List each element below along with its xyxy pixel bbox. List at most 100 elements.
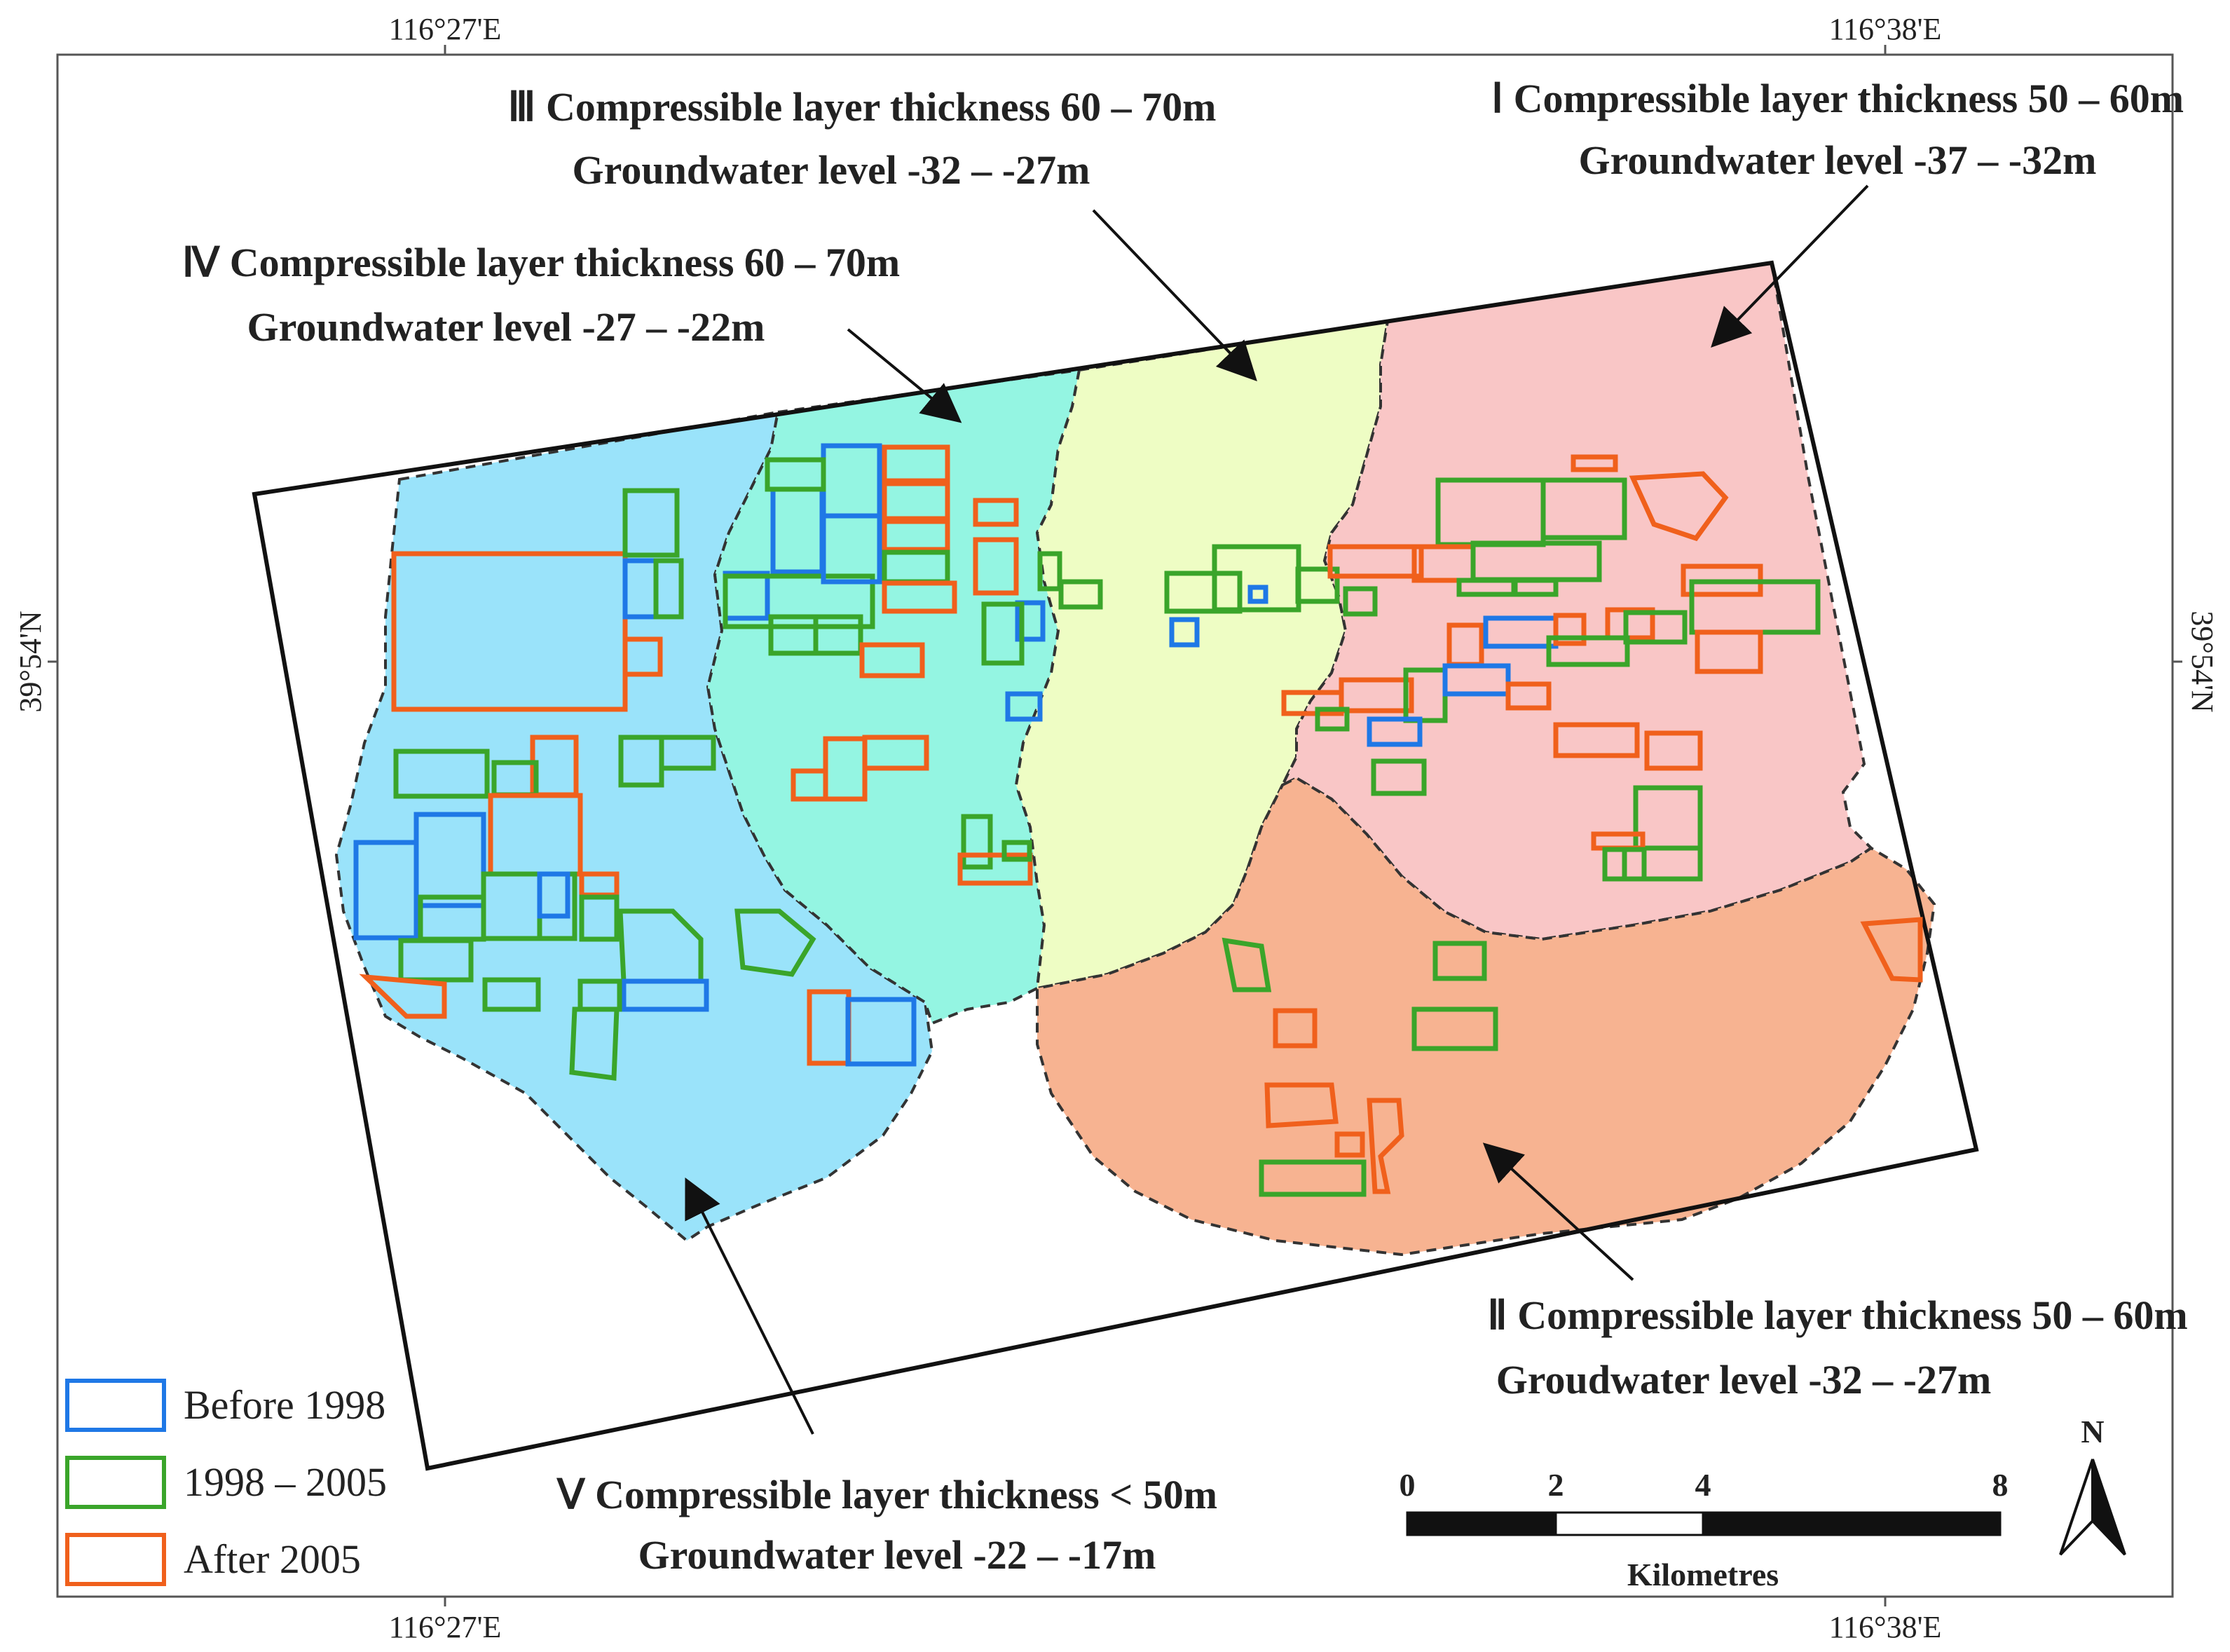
footprint-1998-2005 [653, 558, 684, 620]
footprint-1998-2005 [961, 814, 993, 870]
footprint-1998-2005 [1164, 571, 1243, 614]
footprint-before-1998 [1005, 691, 1043, 722]
footprint-before-1998 [1367, 716, 1423, 747]
coord-bottom-left: 116°27'E [389, 1610, 502, 1644]
graticule-ticks [48, 45, 2182, 1606]
building-footprints [353, 443, 1923, 1197]
footprint-after-2005 [1367, 1098, 1404, 1194]
footprint-after-2005 [882, 519, 950, 552]
footprint-after-2005 [882, 481, 950, 521]
scale-segment-0-2 [1406, 1511, 1557, 1536]
footprint-before-1998 [845, 997, 917, 1067]
arrow-zone-ii [1482, 1142, 1634, 1281]
scale-unit-label: Kilometres [1627, 1557, 1779, 1592]
scale-tick-8: 8 [1992, 1467, 2009, 1503]
footprint-after-2005 [1327, 544, 1424, 579]
footprint-before-1998 [1015, 600, 1046, 642]
legend-label-1998-2005: 1998 – 2005 [184, 1459, 387, 1505]
footprint-1998-2005 [1058, 579, 1103, 610]
footprint-1998-2005 [723, 573, 875, 629]
footprint-after-2005 [1629, 471, 1729, 542]
footprint-1998-2005 [1001, 840, 1032, 862]
zone-iv [706, 368, 1081, 1025]
footprint-after-2005 [1571, 454, 1618, 472]
footprint-after-2005 [957, 852, 1033, 886]
footprint-after-2005 [1334, 1131, 1365, 1158]
footprint-after-2005 [973, 537, 1019, 596]
footprint-1998-2005 [813, 614, 863, 656]
footprint-after-2005 [359, 974, 447, 1019]
footprint-after-2005 [862, 735, 929, 771]
study-area-boundary [252, 260, 1979, 1471]
footprint-1998-2005 [569, 1006, 620, 1081]
footprint-before-1998 [1169, 617, 1200, 648]
footprint-1998-2005 [1432, 941, 1487, 981]
legend-label-before-1998: Before 1998 [184, 1382, 385, 1428]
zone-v-label-line2: Groundwater level -22 – -17m [638, 1532, 1156, 1578]
footprint-1998-2005 [393, 749, 490, 799]
footprint-after-2005 [1860, 917, 1923, 983]
footprint-before-1998 [821, 513, 882, 585]
footprint-1998-2005 [1411, 1006, 1498, 1051]
zone-iii-label-line1: Ⅲ Compressible layer thickness 60 – 70m [508, 84, 1217, 130]
footprint-after-2005 [973, 498, 1019, 527]
footprint-1998-2005 [1295, 566, 1340, 604]
footprint-1998-2005 [1371, 758, 1427, 796]
footprint-1998-2005 [1602, 847, 1647, 882]
coord-top-left: 116°27'E [389, 12, 502, 46]
footprint-before-1998 [413, 812, 486, 908]
footprint-after-2005 [1553, 722, 1640, 758]
footprint-1998-2005 [617, 908, 704, 984]
zone-i [1279, 261, 1874, 941]
zone-v-label-line1: Ⅴ Compressible layer thickness < 50m [556, 1472, 1217, 1517]
arrow-zone-v [685, 1177, 814, 1435]
footprint-1998-2005 [1546, 635, 1630, 667]
coord-top-right: 116°38'E [1829, 12, 1942, 46]
legend-swatch-after-2005 [65, 1533, 166, 1586]
footprint-1998-2005 [1343, 586, 1378, 617]
footprint-before-1998 [537, 871, 570, 919]
zone-iii-label-line2: Groundwater level -32 – -27m [573, 147, 1090, 193]
footprint-1998-2005 [1315, 706, 1350, 732]
arrow-zone-iv [847, 328, 962, 423]
footprint-after-2005 [1505, 681, 1552, 711]
footprint-after-2005 [1339, 677, 1414, 714]
legend-label-after-2005: After 2005 [184, 1536, 361, 1582]
footprint-1998-2005 [1511, 578, 1559, 597]
coord-right: 39°54'N [2185, 610, 2219, 712]
zone-ii [1036, 776, 1936, 1257]
footprint-before-1998 [621, 978, 709, 1012]
footprint-before-1998 [1442, 663, 1511, 697]
footprint-after-2005 [1695, 629, 1763, 674]
zone-iv-label-line2: Groundwater level -27 – -22m [247, 304, 765, 350]
footprint-1998-2005 [398, 938, 474, 983]
zone-ii-label-line2: Groudwater level -32 – -27m [1496, 1357, 1992, 1402]
footprint-1998-2005 [1222, 937, 1272, 992]
footprint-1998-2005 [734, 908, 816, 977]
zone-labels: Ⅰ Compressible layer thickness 50 – 60m … [182, 76, 2188, 1578]
footprint-after-2005 [859, 642, 925, 678]
footprint-before-1998 [1247, 585, 1268, 604]
footprint-after-2005 [622, 636, 663, 677]
footprint-1998-2005 [1259, 1159, 1367, 1197]
footprint-1998-2005 [482, 977, 541, 1012]
footprint-after-2005 [1553, 613, 1587, 646]
legend-swatch-before-1998 [65, 1379, 166, 1432]
scale-segment-4-8 [1702, 1511, 2002, 1536]
footprint-after-2005 [1273, 1008, 1318, 1049]
footprint-1998-2005 [659, 735, 716, 771]
scale-tick-0: 0 [1400, 1467, 1416, 1503]
zones [334, 261, 1936, 1257]
zone-arrows [685, 184, 1869, 1435]
scale-bar: 0 2 4 8 Kilometres [1400, 1467, 2009, 1592]
zone-iv-label-line1: Ⅳ Compressible layer thickness 60 – 70m [182, 240, 901, 285]
zone-i-label-line2: Groundwater level -37 – -32m [1579, 137, 2097, 183]
zone-ii-label-line1: Ⅱ Compressible layer thickness 50 – 60m [1487, 1292, 2188, 1338]
footprint-after-2005 [1644, 730, 1703, 771]
footprint-1998-2005 [765, 457, 826, 492]
footprint-after-2005 [882, 580, 957, 614]
footprint-1998-2005 [622, 488, 680, 558]
coord-left: 39°54'N [13, 610, 48, 712]
north-label: N [2081, 1414, 2104, 1449]
